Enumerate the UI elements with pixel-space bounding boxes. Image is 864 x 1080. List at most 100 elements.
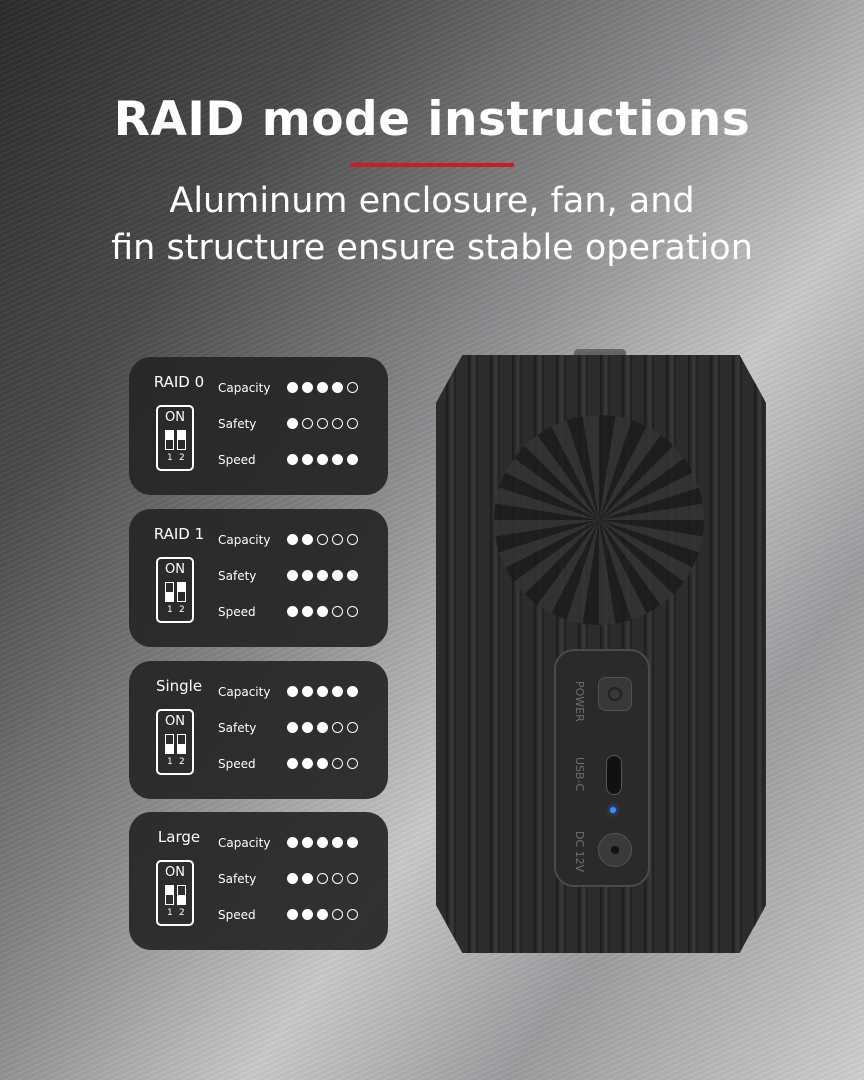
safety-rating-dots (287, 418, 358, 429)
rating-dot-filled (302, 454, 313, 465)
capacity-label: Capacity (218, 836, 271, 850)
rating-dot-filled (302, 722, 313, 733)
rating-dot-filled (302, 570, 313, 581)
rating-dot-filled (347, 837, 358, 848)
dip-switch-1 (165, 734, 174, 754)
dip-switch-1 (165, 430, 174, 450)
capacity-rating-dots (287, 837, 358, 848)
safety-rating-dots (287, 722, 358, 733)
rating-dot-empty (347, 418, 358, 429)
rating-dot-empty (332, 873, 343, 884)
safety-label: Safety (218, 721, 257, 735)
speed-rating-dots (287, 909, 358, 920)
speed-rating-dots (287, 606, 358, 617)
dip-switch-1 (165, 582, 174, 602)
dip-number-2: 2 (179, 605, 185, 615)
rating-dot-filled (317, 758, 328, 769)
mode-name: RAID 1 (153, 525, 205, 543)
speed-label: Speed (218, 453, 256, 467)
rating-dot-empty (347, 873, 358, 884)
subtitle-line-2: fin structure ensure stable operation (111, 228, 753, 268)
dip-on-label: ON (165, 562, 185, 577)
rating-dot-filled (332, 570, 343, 581)
fan-grille (494, 415, 704, 625)
rating-dot-filled (332, 382, 343, 393)
rating-dot-empty (317, 418, 328, 429)
rating-dot-empty (347, 382, 358, 393)
cooling-fin (732, 355, 742, 953)
rating-dot-filled (302, 909, 313, 920)
rating-dot-empty (317, 873, 328, 884)
dip-number-2: 2 (179, 453, 185, 463)
title-accent-rule (350, 163, 514, 167)
cooling-fin (446, 355, 456, 953)
rating-dot-filled (287, 837, 298, 848)
page-title: RAID mode instructions (113, 92, 751, 147)
dip-number-1: 1 (167, 605, 173, 615)
rating-dot-filled (287, 873, 298, 884)
rating-dot-filled (317, 686, 328, 697)
rating-dot-filled (302, 606, 313, 617)
rating-dot-filled (287, 382, 298, 393)
subtitle-line-1: Aluminum enclosure, fan, and (169, 181, 695, 221)
rating-dot-empty (347, 909, 358, 920)
rating-dot-filled (317, 454, 328, 465)
rating-dot-filled (347, 686, 358, 697)
mode-name: Large (157, 828, 201, 846)
safety-label: Safety (218, 872, 257, 886)
rating-dot-empty (332, 758, 343, 769)
rating-dot-filled (317, 909, 328, 920)
rating-dot-empty (347, 722, 358, 733)
cooling-fin (666, 355, 676, 953)
dip-switch-2 (177, 430, 186, 450)
usb-port-label: USB-C (573, 757, 586, 792)
power-icon (608, 687, 622, 701)
dip-switch-1 (165, 885, 174, 905)
rating-dot-empty (347, 606, 358, 617)
dip-number-2: 2 (179, 757, 185, 767)
rating-dot-filled (332, 454, 343, 465)
rating-dot-filled (347, 454, 358, 465)
rating-dot-filled (317, 722, 328, 733)
rating-dot-filled (287, 454, 298, 465)
speed-label: Speed (218, 605, 256, 619)
dip-switch-2 (177, 885, 186, 905)
cooling-fin (710, 355, 720, 953)
usb-c-port (606, 755, 622, 795)
capacity-label: Capacity (218, 685, 271, 699)
rating-dot-filled (317, 606, 328, 617)
rating-dot-filled (317, 382, 328, 393)
safety-rating-dots (287, 873, 358, 884)
rating-dot-filled (332, 837, 343, 848)
power-button[interactable] (598, 677, 632, 711)
cooling-fin (644, 355, 654, 953)
dip-on-label: ON (165, 714, 185, 729)
capacity-label: Capacity (218, 381, 271, 395)
rating-dot-filled (317, 570, 328, 581)
cooling-fin (512, 355, 522, 953)
speed-label: Speed (218, 757, 256, 771)
capacity-rating-dots (287, 534, 358, 545)
cooling-fin (534, 355, 544, 953)
dip-switch-2 (177, 734, 186, 754)
port-panel: POWER USB-C DC 12V (554, 649, 650, 887)
rating-dot-filled (302, 686, 313, 697)
rating-dot-filled (287, 909, 298, 920)
rating-dot-empty (347, 758, 358, 769)
rating-dot-filled (347, 570, 358, 581)
speed-label: Speed (218, 908, 256, 922)
dip-on-label: ON (165, 410, 185, 425)
rating-dot-empty (317, 534, 328, 545)
rating-dot-empty (332, 606, 343, 617)
dip-number-1: 1 (167, 453, 173, 463)
mode-name: RAID 0 (153, 373, 205, 391)
dip-number-2: 2 (179, 908, 185, 918)
speed-rating-dots (287, 454, 358, 465)
